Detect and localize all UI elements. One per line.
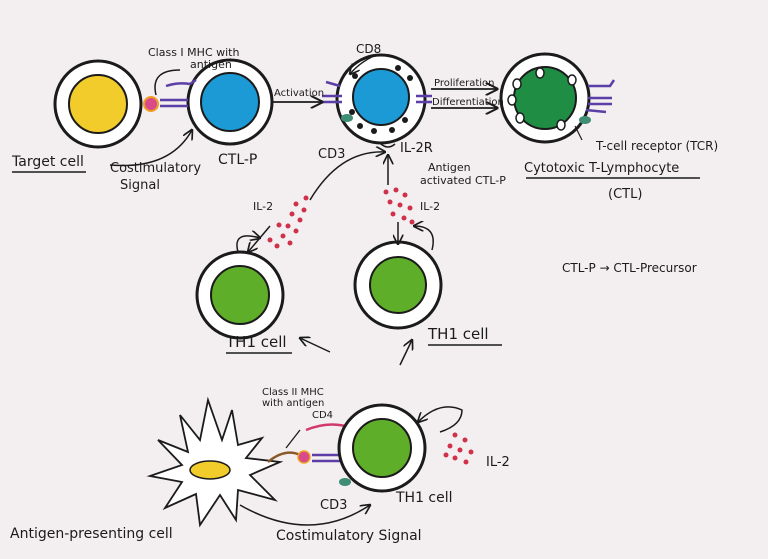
il2-left-to-th1-arrow <box>248 225 271 252</box>
class1-label-2: antigen <box>190 58 232 71</box>
ctl-receptors <box>585 79 616 114</box>
apc-nucleus <box>189 460 231 480</box>
th1-bottom-to-left-arrow <box>300 338 331 353</box>
ctl-p-label: CTL-P <box>218 152 257 168</box>
antigen-activated-label-1: Antigen <box>428 161 471 174</box>
antigen-blob-bottom <box>297 450 311 464</box>
tcr-label: T-cell receptor (TCR) <box>595 139 718 153</box>
ctl-p-definition: CTL-P → CTL-Precursor <box>562 261 697 275</box>
antigen-activated-label-2: activated CTL-P <box>420 174 506 187</box>
class2-label-1: Class II MHC <box>262 387 324 398</box>
costim-top-arrow <box>109 130 192 167</box>
class2-mhc <box>267 451 301 463</box>
ctl-label-2: (CTL) <box>608 187 642 202</box>
th1-bottom-receptor <box>312 453 340 463</box>
il2-label-bottom: IL-2 <box>486 455 510 470</box>
th1-left-il2-loop <box>236 236 260 253</box>
costim-top-label: Costimulatory <box>110 161 201 176</box>
ctl-label-1: Cytotoxic T-Lymphocyte <box>524 161 679 176</box>
signal-top-label: Signal <box>120 178 160 193</box>
ctl-p-receptors <box>160 78 197 108</box>
target-cell <box>53 59 143 149</box>
costim-bottom-arrow <box>239 505 370 526</box>
ctl-p-cell <box>186 58 274 146</box>
cd4-label: CD4 <box>312 410 333 421</box>
th1-bottom-il2-loop <box>418 406 463 433</box>
il2-left-to-ctl-arrow <box>309 152 385 201</box>
cytotoxic-t-lymphocyte-cell <box>499 52 591 144</box>
class2-label-2: with antigen <box>262 398 324 409</box>
cd8-label: CD8 <box>356 42 381 56</box>
antigen-blob <box>143 96 159 112</box>
cd3-top-label: CD3 <box>318 147 345 162</box>
il2-label-left: IL-2 <box>253 200 273 213</box>
tcr-pointer <box>574 125 583 141</box>
th1-cell-middle <box>353 240 443 330</box>
cd8-pointer <box>350 54 377 74</box>
th1-left-label: TH1 cell <box>225 333 287 351</box>
cd3-bottom-label: CD3 <box>320 498 347 513</box>
activated-ctl-p-cell <box>335 53 427 145</box>
th1-bottom-to-middle-arrow <box>399 340 412 366</box>
class1-pointer <box>154 69 181 96</box>
th1-middle-il2-loop <box>414 226 434 251</box>
il2r-label: IL-2R <box>400 141 433 156</box>
costim-bottom-label: Costimulatory Signal <box>276 528 422 544</box>
il2r-receptor <box>380 143 396 148</box>
cd3-marker-top <box>341 114 353 122</box>
il2-cloud-bottom <box>443 432 474 465</box>
target-cell-label: Target cell <box>11 154 84 170</box>
activation-label: Activation <box>274 88 324 99</box>
class2-pointer <box>285 429 301 449</box>
cd3-marker-bottom <box>339 478 351 486</box>
th1-cell-bottom <box>337 403 427 493</box>
proliferation-label: Proliferation <box>434 78 495 89</box>
class1-label-1: Class I MHC with <box>148 46 239 59</box>
il2-label-middle: IL-2 <box>420 200 440 213</box>
cd3-marker-ctl <box>579 116 591 124</box>
th1-bottom-label: TH1 cell <box>395 490 453 506</box>
activated-ctl-p-receptors <box>322 80 432 104</box>
apc-label: Antigen-presenting cell <box>10 526 173 542</box>
il2-cloud-left <box>267 195 309 249</box>
differentiation-label: Differentiation <box>432 97 504 108</box>
th1-cell-left <box>195 250 285 340</box>
th1-middle-label: TH1 cell <box>427 325 489 343</box>
